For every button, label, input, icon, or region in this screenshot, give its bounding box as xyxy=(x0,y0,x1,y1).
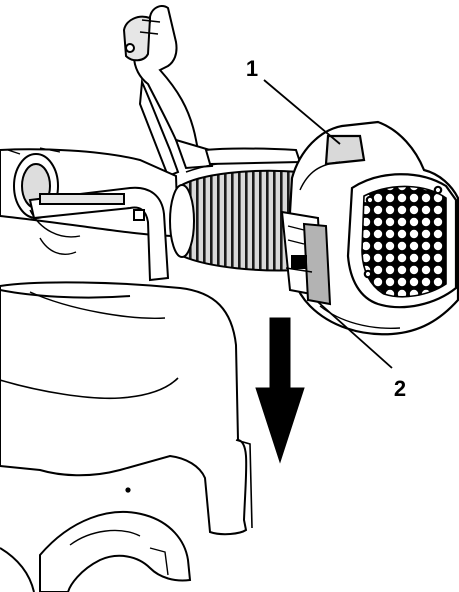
blower-housing xyxy=(286,120,459,336)
callout-1-label: 1 xyxy=(246,56,258,81)
callout-1: 1 xyxy=(246,56,341,145)
down-arrow xyxy=(255,317,305,464)
hip-belt xyxy=(0,487,192,592)
callout-2: 2 xyxy=(317,301,406,401)
latch-clip xyxy=(280,210,332,306)
callout-1-leader xyxy=(263,79,341,145)
flex-tube xyxy=(169,147,302,272)
frame-bracket xyxy=(28,186,170,282)
callout-2-label: 2 xyxy=(394,376,406,401)
handle xyxy=(122,4,214,178)
backpack-frame xyxy=(0,281,253,536)
callout-2-leader xyxy=(317,301,393,369)
